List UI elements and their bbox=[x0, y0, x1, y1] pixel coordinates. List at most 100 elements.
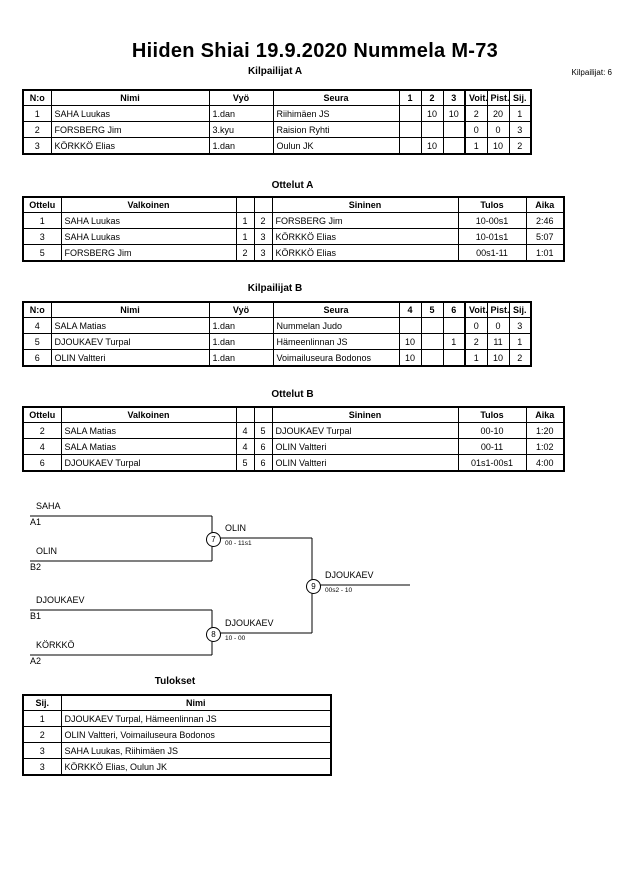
cell-blue-no: 3 bbox=[253, 228, 273, 245]
cell-rank: 3 bbox=[508, 317, 532, 334]
col-m6: 6 bbox=[442, 301, 466, 318]
bracket-entrant-seed: B1 bbox=[30, 611, 42, 621]
table-row: 2 OLIN Valtteri, Voimailuseura Bodonos bbox=[22, 726, 332, 743]
col-name: Nimi bbox=[60, 694, 332, 711]
col-time: Aika bbox=[525, 196, 565, 213]
cell-name: KÖRKKÖ Elias, Oulun JK bbox=[60, 758, 332, 776]
col-points: Pist. bbox=[486, 301, 510, 318]
matches-a-caption: Ottelut A bbox=[271, 180, 314, 191]
entrant-count-label: Kilpailijat: 6 bbox=[571, 68, 612, 77]
cell-rank: 3 bbox=[22, 742, 62, 759]
cell-club: Voimailuseura Bodonos bbox=[272, 349, 400, 367]
pool-b-caption: Kilpailijat B bbox=[247, 283, 303, 294]
bracket-final-number: 9 bbox=[306, 579, 321, 594]
cell-blue: DJOUKAEV Turpal bbox=[271, 422, 459, 439]
matches-b-caption: Ottelut B bbox=[271, 389, 314, 400]
col-white: Valkoinen bbox=[60, 196, 237, 213]
col-no: N:o bbox=[22, 301, 52, 318]
cell-m1 bbox=[398, 105, 422, 122]
cell-m5 bbox=[420, 349, 444, 367]
cell-match-no: 4 bbox=[22, 438, 62, 455]
cell-m6 bbox=[442, 317, 466, 334]
table-row: 5 FORSBERG Jim 2 3 KÖRKKÖ Elias 00s1-11 … bbox=[22, 244, 565, 262]
cell-time: 5:07 bbox=[525, 228, 565, 245]
table-row: 6 DJOUKAEV Turpal 5 6 OLIN Valtteri 01s1… bbox=[22, 454, 565, 472]
col-rank: Sij. bbox=[508, 89, 532, 106]
cell-no: 1 bbox=[22, 105, 52, 122]
pool-a-table: N:o Nimi Vyö Seura 1 2 3 Voit. Pist. Sij… bbox=[22, 89, 532, 155]
cell-blue-no: 6 bbox=[253, 454, 273, 472]
col-m3: 3 bbox=[442, 89, 466, 106]
cell-m4 bbox=[398, 317, 422, 334]
matches-b-header-row: Ottelu Valkoinen Sininen Tulos Aika bbox=[22, 406, 565, 423]
table-row: 3 KÖRKKÖ Elias 1.dan Oulun JK 10 1 10 2 bbox=[22, 137, 532, 155]
cell-result: 00-10 bbox=[457, 422, 527, 439]
cell-m1 bbox=[398, 137, 422, 155]
col-blue-no bbox=[253, 196, 273, 213]
col-rank: Sij. bbox=[508, 301, 532, 318]
bracket-winner-name: DJOUKAEV bbox=[225, 618, 274, 628]
bracket-champion-name: DJOUKAEV bbox=[325, 570, 374, 580]
table-row: 3 KÖRKKÖ Elias, Oulun JK bbox=[22, 758, 332, 776]
cell-blue: OLIN Valtteri bbox=[271, 454, 459, 472]
table-row: 2 SALA Matias 4 5 DJOUKAEV Turpal 00-10 … bbox=[22, 422, 565, 439]
cell-match-no: 1 bbox=[22, 212, 62, 229]
pool-a-header-row: N:o Nimi Vyö Seura 1 2 3 Voit. Pist. Sij… bbox=[22, 89, 532, 106]
results-caption: Tulokset bbox=[154, 676, 196, 687]
cell-m6: 1 bbox=[442, 333, 466, 350]
col-wins: Voit. bbox=[464, 301, 488, 318]
cell-wins: 1 bbox=[464, 349, 488, 367]
cell-time: 4:00 bbox=[525, 454, 565, 472]
table-row: 2 FORSBERG Jim 3.kyu Raision Ryhti 0 0 3 bbox=[22, 121, 532, 138]
cell-rank: 2 bbox=[508, 349, 532, 367]
matches-a-table: Ottelu Valkoinen Sininen Tulos Aika 1 SA… bbox=[22, 196, 565, 262]
cell-club: Oulun JK bbox=[272, 137, 400, 155]
cell-no: 5 bbox=[22, 333, 52, 350]
bracket-entrant-name: KÖRKKÖ bbox=[36, 640, 75, 650]
cell-white: SAHA Luukas bbox=[60, 228, 237, 245]
table-row: 6 OLIN Valtteri 1.dan Voimailuseura Bodo… bbox=[22, 349, 532, 367]
bracket-entrant-name: OLIN bbox=[36, 546, 58, 556]
cell-wins: 2 bbox=[464, 333, 488, 350]
cell-no: 2 bbox=[22, 121, 52, 138]
col-belt: Vyö bbox=[208, 89, 274, 106]
cell-blue-no: 3 bbox=[253, 244, 273, 262]
cell-result: 00-11 bbox=[457, 438, 527, 455]
col-blue: Sininen bbox=[271, 196, 459, 213]
cell-time: 1:20 bbox=[525, 422, 565, 439]
cell-white: FORSBERG Jim bbox=[60, 244, 237, 262]
cell-white-no: 1 bbox=[235, 228, 255, 245]
cell-white-no: 2 bbox=[235, 244, 255, 262]
cell-m5 bbox=[420, 333, 444, 350]
cell-rank: 1 bbox=[22, 710, 62, 727]
cell-name: SAHA Luukas, Riihimäen JS bbox=[60, 742, 332, 759]
cell-result: 10-01s1 bbox=[457, 228, 527, 245]
cell-no: 6 bbox=[22, 349, 52, 367]
bracket-entrant-seed: A2 bbox=[30, 656, 42, 666]
table-row: 4 SALA Matias 1.dan Nummelan Judo 0 0 3 bbox=[22, 317, 532, 334]
page-title: Hiiden Shiai 19.9.2020 Nummela M-73 bbox=[131, 40, 499, 62]
cell-name: SALA Matias bbox=[50, 317, 210, 334]
results-table: Sij. Nimi 1 DJOUKAEV Turpal, Hämeenlinna… bbox=[22, 694, 332, 776]
cell-time: 1:01 bbox=[525, 244, 565, 262]
cell-club: Nummelan Judo bbox=[272, 317, 400, 334]
cell-m6 bbox=[442, 349, 466, 367]
bracket-entrant-name: DJOUKAEV bbox=[36, 595, 85, 605]
bracket-match-score: 00 - 11s1 bbox=[225, 540, 252, 547]
col-points: Pist. bbox=[486, 89, 510, 106]
cell-rank: 3 bbox=[508, 121, 532, 138]
table-row: 4 SALA Matias 4 6 OLIN Valtteri 00-11 1:… bbox=[22, 438, 565, 455]
col-m1: 1 bbox=[398, 89, 422, 106]
col-name: Nimi bbox=[50, 301, 210, 318]
col-white-no bbox=[235, 406, 255, 423]
cell-wins: 0 bbox=[464, 317, 488, 334]
cell-white-no: 5 bbox=[235, 454, 255, 472]
table-row: 5 DJOUKAEV Turpal 1.dan Hämeenlinnan JS … bbox=[22, 333, 532, 350]
pool-a-caption: Kilpailijat A bbox=[247, 66, 303, 77]
cell-m3: 10 bbox=[442, 105, 466, 122]
cell-white: DJOUKAEV Turpal bbox=[60, 454, 237, 472]
cell-m3 bbox=[442, 137, 466, 155]
cell-name: DJOUKAEV Turpal bbox=[50, 333, 210, 350]
cell-club: Hämeenlinnan JS bbox=[272, 333, 400, 350]
cell-match-no: 3 bbox=[22, 228, 62, 245]
